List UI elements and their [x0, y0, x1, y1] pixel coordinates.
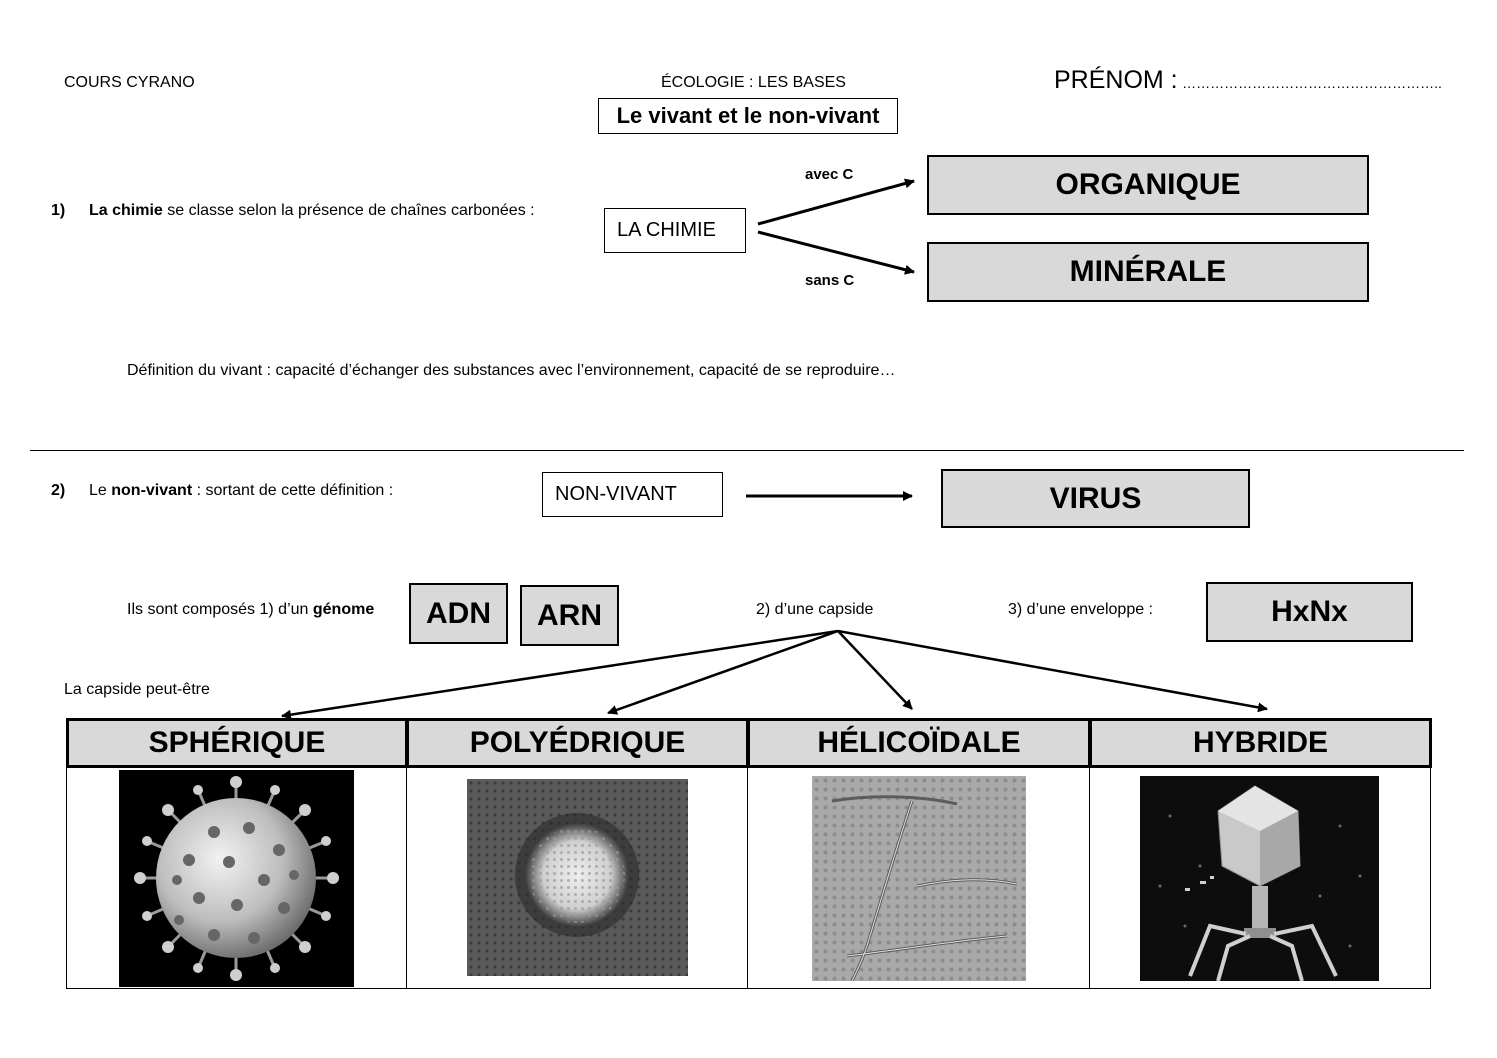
header-spherical: SPHÉRIQUE [66, 718, 408, 768]
polyhedral-virus-icon [467, 779, 688, 976]
section2-number: 2) [51, 482, 66, 499]
composition-pre: Ils sont composés 1) d’un [127, 601, 313, 618]
header-hybrid: HYBRIDE [1089, 718, 1432, 768]
mineral-box: MINÉRALE [927, 242, 1369, 302]
composition-text: Ils sont composés 1) d’un génome [127, 601, 374, 619]
dna-box: ADN [409, 583, 508, 644]
section1-number: 1) [51, 202, 66, 219]
arrow-to-polyhedral [607, 629, 839, 715]
non-living-box: NON-VIVANT [542, 472, 723, 517]
section1-label-bold: La chimie [89, 202, 163, 219]
arrow-label-with-carbon: avec C [805, 166, 854, 183]
composition-bold: génome [312, 601, 375, 618]
arrow-to-helical [837, 630, 913, 710]
section1-label-rest: se classe selon la présence de chaînes c… [162, 202, 535, 219]
subject-title: ÉCOLOGIE : LES BASES [661, 74, 846, 91]
prenom-dots: ……………………………………………….. [1182, 75, 1442, 91]
arrow-to-spherical [281, 629, 839, 720]
prenom-field: PRÉNOM : ……………………………………………….. [1054, 66, 1442, 95]
page-title: Le vivant et le non-vivant [598, 98, 898, 134]
capsid-intro-text: La capside peut-être [64, 681, 210, 698]
arrow-to-hybrid [837, 629, 1268, 713]
section2-label-rest: : sortant de cette définition : [192, 482, 394, 499]
header-helical: HÉLICOÏDALE [747, 718, 1091, 768]
helical-virus-icon [812, 776, 1026, 981]
table-col-divider [406, 718, 407, 989]
envelope-text: 3) d’une enveloppe : [1008, 601, 1153, 618]
arrow-label-without-carbon: sans C [805, 272, 855, 289]
arrow-to-mineral [757, 230, 915, 275]
arrow-to-organic [757, 178, 915, 226]
definition-text: Définition du vivant : capacité d’échang… [127, 362, 896, 379]
hxnx-box: HxNx [1206, 582, 1413, 642]
section-divider [30, 450, 1464, 451]
organic-box: ORGANIQUE [927, 155, 1369, 215]
section2-label-pre: Le [89, 482, 112, 499]
bacteriophage-icon [1140, 776, 1379, 981]
capsid-text: 2) d’une capside [756, 601, 874, 618]
virus-box: VIRUS [941, 469, 1250, 528]
spherical-virus-icon [119, 770, 354, 987]
header-polyhedral: POLYÉDRIQUE [406, 718, 749, 768]
table-col-divider [1089, 718, 1090, 989]
prenom-label: PRÉNOM : [1054, 66, 1178, 94]
chemistry-box: LA CHIMIE [604, 208, 746, 253]
table-col-divider [747, 718, 748, 989]
section1-label: La chimie se classe selon la présence de… [89, 202, 535, 220]
section2-label: Le non-vivant : sortant de cette définit… [89, 482, 393, 500]
rna-box: ARN [520, 585, 619, 646]
school-name: COURS CYRANO [64, 74, 195, 91]
section2-label-bold: non-vivant [111, 482, 193, 499]
